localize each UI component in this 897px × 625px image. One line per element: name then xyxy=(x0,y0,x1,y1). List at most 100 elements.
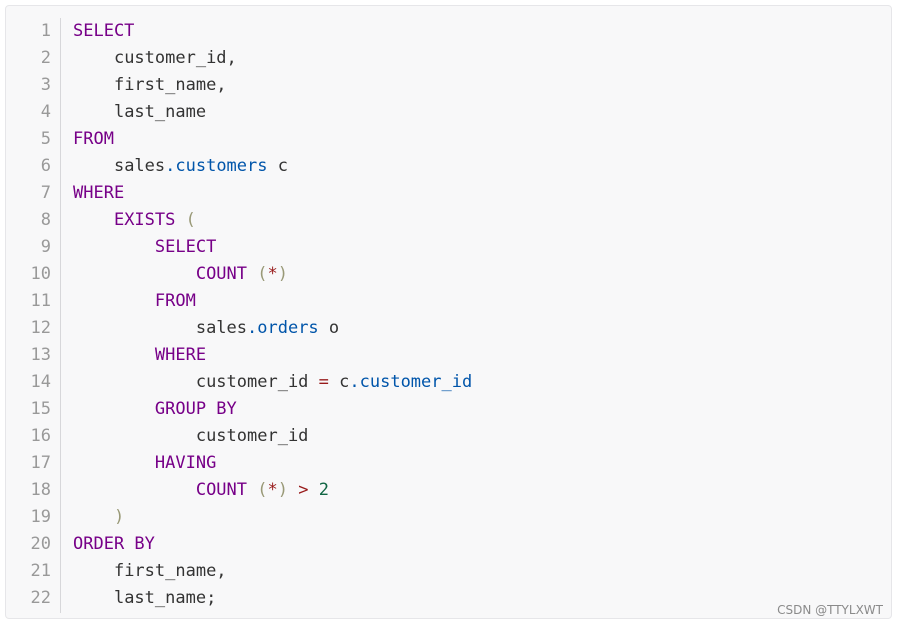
line-number: 11 xyxy=(30,291,51,311)
code-line: WHERE xyxy=(73,180,472,207)
code-token: COUNT xyxy=(195,480,248,500)
code-token: sales xyxy=(113,156,166,176)
code-token: ( xyxy=(175,210,196,230)
code-token: customer_id xyxy=(195,372,319,392)
code-token: last_name; xyxy=(113,588,217,608)
code-token: .customer_id xyxy=(349,372,473,392)
code-token: > xyxy=(288,480,309,500)
line-number: 20 xyxy=(30,534,51,554)
code-line: ) xyxy=(73,504,472,531)
code-token: last_name xyxy=(113,102,207,122)
line-number: 22 xyxy=(30,588,51,608)
code-token: * xyxy=(267,264,278,284)
code-line: last_name; xyxy=(73,585,472,612)
code-token: FROM xyxy=(154,291,196,311)
code-token: SELECT xyxy=(73,21,135,41)
indent xyxy=(73,237,155,257)
code-token: HAVING xyxy=(154,453,217,473)
code-line: COUNT (*) > 2 xyxy=(73,477,472,504)
line-number: 19 xyxy=(30,507,51,527)
line-number: 8 xyxy=(40,210,51,230)
code-token: = xyxy=(318,372,329,392)
code-token: first_name, xyxy=(113,561,227,581)
line-number: 14 xyxy=(30,372,51,392)
code-line: customer_id, xyxy=(73,45,472,72)
code-line: first_name, xyxy=(73,72,472,99)
code-line: EXISTS ( xyxy=(73,207,472,234)
code-line: FROM xyxy=(73,288,472,315)
indent xyxy=(73,453,155,473)
watermark: CSDN @TTYLXWT xyxy=(777,603,883,617)
code-line: HAVING xyxy=(73,450,472,477)
indent xyxy=(73,318,196,338)
code-token: o xyxy=(318,318,340,338)
code-token: sales xyxy=(195,318,248,338)
code-token: ORDER BY xyxy=(73,534,155,554)
indent xyxy=(73,426,196,446)
code-line: FROM xyxy=(73,126,472,153)
indent xyxy=(73,291,155,311)
code-token: COUNT xyxy=(195,264,248,284)
indent xyxy=(73,102,114,122)
code-line: last_name xyxy=(73,99,472,126)
code-token: WHERE xyxy=(154,345,207,365)
indent xyxy=(73,588,114,608)
line-number: 6 xyxy=(40,156,51,176)
code-line: first_name, xyxy=(73,558,472,585)
line-number: 17 xyxy=(30,453,51,473)
line-number: 16 xyxy=(30,426,51,446)
indent xyxy=(73,561,114,581)
line-number: 7 xyxy=(40,183,51,203)
line-number: 5 xyxy=(40,129,51,149)
code-token: EXISTS xyxy=(113,210,176,230)
indent xyxy=(73,507,114,527)
code-line: ORDER BY xyxy=(73,531,472,558)
code-token: c xyxy=(328,372,350,392)
indent xyxy=(73,156,114,176)
code-line: customer_id = c.customer_id xyxy=(73,369,472,396)
code-token: ) xyxy=(113,507,125,527)
code-line: SELECT xyxy=(73,18,472,45)
code-token: ) xyxy=(277,480,288,500)
line-number: 1 xyxy=(40,21,51,41)
code-token: customer_id, xyxy=(113,48,237,68)
code-token: .customers xyxy=(165,156,268,176)
line-number: 21 xyxy=(30,561,51,581)
code-line: WHERE xyxy=(73,342,472,369)
indent xyxy=(73,345,155,365)
indent xyxy=(73,210,114,230)
indent xyxy=(73,75,114,95)
code-area[interactable]: SELECT customer_id, first_name, last_nam… xyxy=(73,18,472,612)
code-line: COUNT (*) xyxy=(73,261,472,288)
code-line: GROUP BY xyxy=(73,396,472,423)
indent xyxy=(73,264,196,284)
code-token: WHERE xyxy=(73,183,125,203)
line-number: 3 xyxy=(40,75,51,95)
indent xyxy=(73,372,196,392)
line-number: 15 xyxy=(30,399,51,419)
line-number: 9 xyxy=(40,237,51,257)
line-number: 12 xyxy=(30,318,51,338)
indent xyxy=(73,399,155,419)
code-token: c xyxy=(267,156,288,176)
line-number: 4 xyxy=(40,102,51,122)
code-token: ) xyxy=(277,264,288,284)
code-token: FROM xyxy=(73,129,114,149)
code-line: sales.customers c xyxy=(73,153,472,180)
code-line: SELECT xyxy=(73,234,472,261)
line-number: 18 xyxy=(30,480,51,500)
line-number: 2 xyxy=(40,48,51,68)
code-token: first_name, xyxy=(113,75,227,95)
code-token: .orders xyxy=(247,318,319,338)
code-token: ( xyxy=(247,264,268,284)
code-token: ( xyxy=(247,480,268,500)
code-token: * xyxy=(267,480,278,500)
code-line: customer_id xyxy=(73,423,472,450)
code-token: SELECT xyxy=(154,237,217,257)
indent xyxy=(73,480,196,500)
code-token: customer_id xyxy=(195,426,309,446)
code-line: sales.orders o xyxy=(73,315,472,342)
indent xyxy=(73,48,114,68)
